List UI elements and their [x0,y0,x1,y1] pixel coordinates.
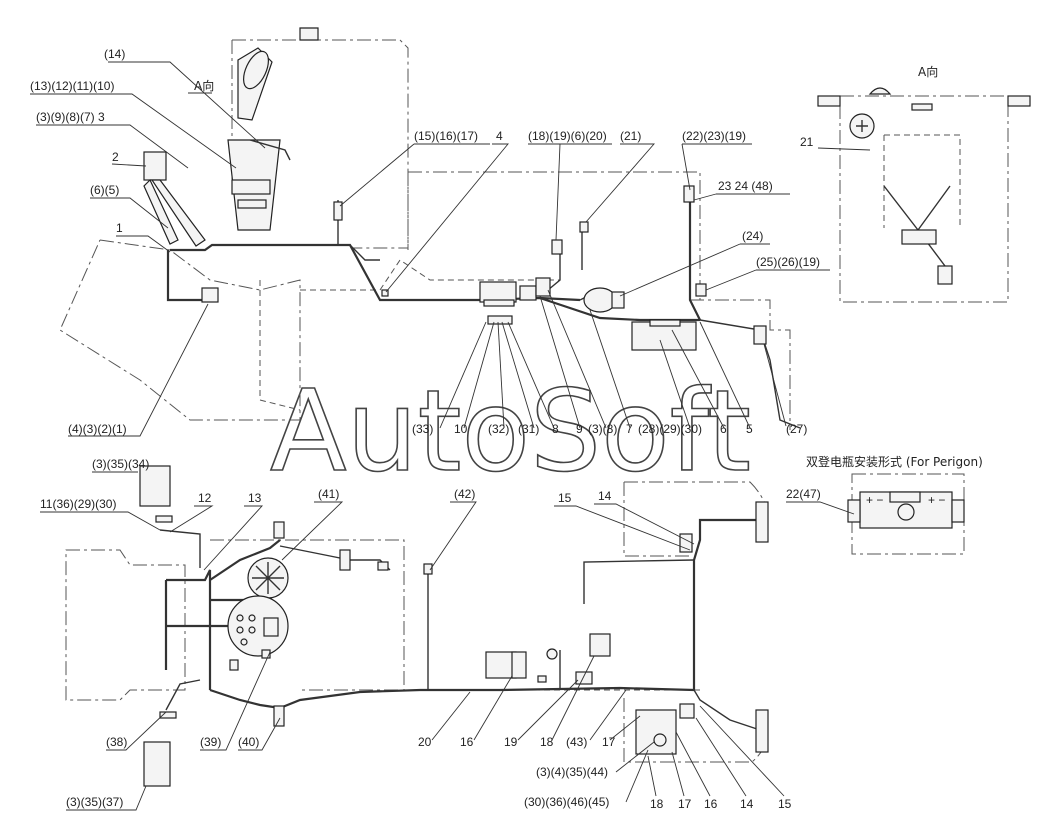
watermark: AutoSoft [270,367,751,497]
callout-18-bottom: 18 [650,797,664,811]
callout-32: (32) [488,422,509,436]
callout-6: 6 [720,422,727,436]
callout-6-5: (6)(5) [90,183,119,197]
callout-40: (40) [238,735,259,749]
svg-text:+ −: + − [866,493,883,507]
bottom-components [139,465,769,787]
battery-bottom [143,741,171,787]
callout-20: 20 [418,735,432,749]
callout-1-top: 1 [116,221,123,235]
callout-19-mid: 19 [504,735,518,749]
callout-15-bottom: 15 [558,491,572,505]
callout-24: (24) [742,229,763,243]
callout-15-16-17: (15)(16)(17) [414,129,478,143]
callout-18-mid: 18 [540,735,554,749]
callout-16-mid: 16 [460,735,474,749]
callout-2: 2 [112,150,119,164]
callout-17-bottom: 17 [678,797,692,811]
callout-3-35-34: (3)(35)(34) [92,457,149,471]
callout-18-19-6-20: (18)(19)(6)(20) [528,129,607,143]
callout-11-36-29-30: 11(36)(29)(30) [40,497,116,511]
callout-3-9-8-7-3: (3)(9)(8)(7) 3 [36,110,105,124]
callout-7: 7 [626,422,633,436]
battery-top [139,465,171,507]
callout-3-4-35-44: (3)(4)(35)(44) [536,765,608,779]
component-2-box [143,151,167,181]
top-callouts: A向 (14) (13)(12)(11)(10) (3)(9)(8)(7) 3 … [30,47,830,437]
callout-10: 10 [454,422,468,436]
callout-4-3-2-1: (4)(3)(2)(1) [68,422,127,436]
callout-15-bottom2: 15 [778,797,792,811]
callout-14-bottom: 14 [598,489,612,503]
callout-3-8: (3)(8) [588,422,617,436]
svg-text:+ −: + − [928,493,945,507]
callout-14-top: (14) [104,47,125,61]
battery-install-caption: 双登电瓶安装形式 (For Perigon) [806,454,983,469]
battery-install-view: 双登电瓶安装形式 (For Perigon) + − + − 22(47) [786,454,983,555]
callout-22-23-19: (22)(23)(19) [682,129,746,143]
callout-13-bottom: 13 [248,491,262,505]
view-a-label-right: A向 [918,64,938,79]
callout-13-12-11-10: (13)(12)(11)(10) [30,79,114,93]
cab-controls [227,27,319,231]
callout-42: (42) [454,487,475,501]
view-a-label-left: A向 [194,78,214,93]
bottom-callouts: (3)(35)(34) 11(36)(29)(30) 12 13 (41) (4… [40,457,792,811]
callout-5: 5 [746,422,753,436]
callout-16-bottom: 16 [704,797,718,811]
top-machine-outline [59,39,791,430]
callout-38: (38) [106,735,127,749]
callout-3-35-37: (3)(35)(37) [66,795,123,809]
callout-21-top: (21) [620,129,641,143]
callout-41: (41) [318,487,339,501]
callout-14-bottom2: 14 [740,797,754,811]
callout-39: (39) [200,735,221,749]
callout-30-36-46-45: (30)(36)(46)(45) [524,795,609,809]
callout-25-26-19: (25)(26)(19) [756,255,820,269]
callout-27: (27) [786,422,807,436]
callout-21: 21 [800,135,814,149]
callout-9: 9 [576,422,583,436]
callout-8: 8 [552,422,559,436]
callout-43: (43) [566,735,587,749]
view-a-right: A向 21 [800,64,1031,303]
callout-22-47: 22(47) [786,487,821,501]
callout-12-bottom: 12 [198,491,212,505]
callout-23-24-48: 23 24 (48) [718,179,773,193]
callout-4-top: 4 [496,129,503,143]
callout-31: (31) [518,422,539,436]
callout-33: (33) [412,422,433,436]
callout-28-29-30: (28)(29)(30) [638,422,702,436]
